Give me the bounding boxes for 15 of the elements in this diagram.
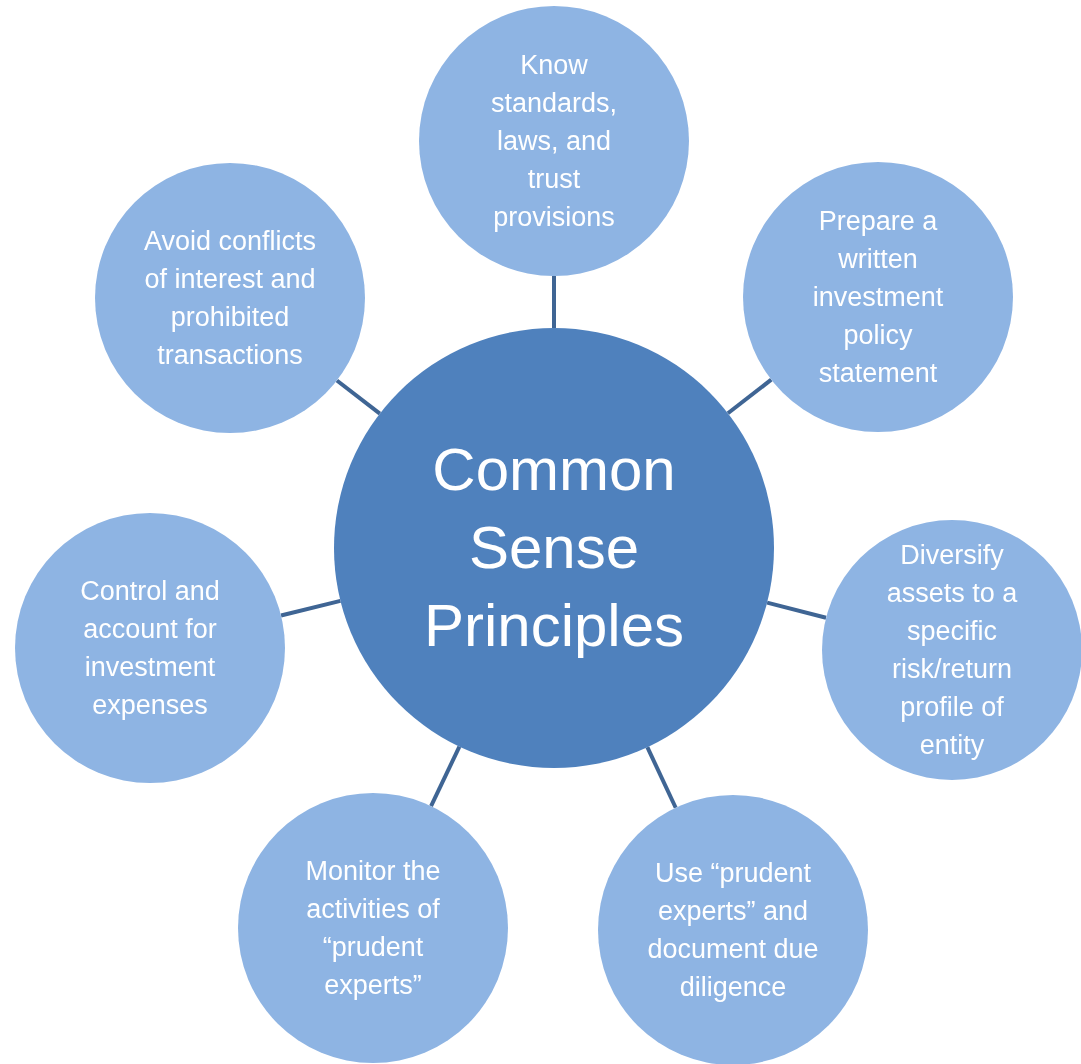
- principle-text: Know standards, laws, and trust provisions: [489, 49, 619, 234]
- connector-line: [335, 378, 382, 416]
- connector-line: [766, 600, 827, 620]
- principle-text: Control and account for investment expenses: [79, 575, 221, 722]
- connector-line: [280, 598, 341, 618]
- principle-text: Monitor the activities of “prudent experts”: [304, 855, 442, 1002]
- connector-line: [429, 745, 462, 807]
- principle-text: Use “prudent experts” and document due diligence: [646, 857, 820, 1004]
- connector-line: [645, 746, 678, 809]
- central-title: Common Sense Principles: [422, 435, 686, 661]
- principle-text: Prepare a written investment policy statement: [811, 205, 945, 390]
- connector-line: [552, 276, 556, 328]
- principle-text: Diversify assets to a specific risk/return profile of entity: [885, 539, 1019, 762]
- principle-text: Avoid conflicts of interest and prohibited transactions: [142, 225, 318, 372]
- connector-line: [726, 378, 773, 415]
